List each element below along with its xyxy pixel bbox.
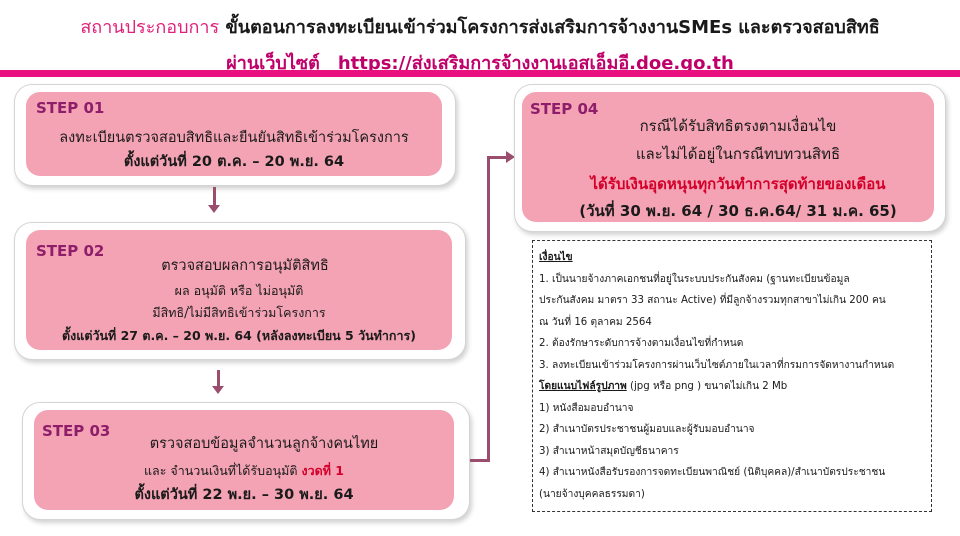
arrow-head-down-icon — [212, 386, 224, 394]
document-item: 4) สำเนาหนังสือรับรองการจดทะเบียนพาณิชย์… — [539, 467, 886, 478]
condition-item: 1. เป็นนายจ้างภาคเอกชนที่อยู่ในระบบประกั… — [539, 273, 850, 285]
step2-label: STEP 02 — [36, 242, 105, 260]
step4-line2: และไม่ได้อยู่ในกรณีทบทวนสิทธิ — [635, 145, 841, 163]
step4-line1: กรณีได้รับสิทธิตรงตามเงื่อนไข — [639, 117, 837, 135]
step3-line1: ตรวจสอบข้อมูลจำนวนลูกจ้างคนไทย — [149, 436, 379, 452]
document-item: (นายจ้างบุคคลธรรมดา) — [539, 488, 645, 500]
attachment-note: โดยแนบไฟล์รูปภาพ (jpg หรือ png ) ขนาดไม่… — [539, 376, 925, 398]
document-item: 2) สำเนาบัตรประชาชนผู้มอบและผู้รับมอบอำน… — [539, 424, 755, 435]
document-item: 3) สำเนาหน้าสมุดบัญชีธนาคาร — [539, 445, 679, 457]
connector-horizontal — [470, 459, 490, 462]
step1-panel: STEP 01 ลงทะเบียนตรวจสอบสิทธิและยืนยันสิ… — [26, 92, 442, 176]
step2-line3: มีสิทธิ/ไม่มีสิทธิเข้าร่วมโครงการ — [152, 305, 326, 320]
arrow-step1-to-step2 — [213, 187, 216, 205]
arrow-step2-to-step3 — [217, 370, 220, 386]
step3-installment: งวดที่ 1 — [301, 463, 344, 478]
connector-top — [487, 156, 507, 159]
step2-date: ตั้งแต่วันที่ 27 ต.ค. – 20 พ.ย. 64 (หลัง… — [62, 328, 416, 343]
arrow-right-icon — [506, 151, 515, 163]
step2-line2: ผล อนุมัติ หรือ ไม่อนุมัติ — [174, 283, 304, 298]
title-text: ขั้นตอนการลงทะเบียนเข้าร่วมโครงการส่งเสร… — [225, 17, 880, 38]
arrow-head-down-icon — [208, 205, 220, 213]
step4-panel: STEP 04 กรณีได้รับสิทธิตรงตามเงื่อนไข แล… — [522, 92, 934, 222]
document-item: 1) หนังสือมอบอำนาจ — [539, 402, 634, 414]
step4-dates: (วันที่ 30 พ.ย. 64 / 30 ธ.ค.64/ 31 ม.ค. … — [579, 202, 897, 220]
step1-line1: ลงทะเบียนตรวจสอบสิทธิและยืนยันสิทธิเข้าร… — [59, 130, 409, 146]
step2-line1: ตรวจสอบผลการอนุมัติสิทธิ — [161, 258, 329, 274]
page-title: สถานประกอบการ ขั้นตอนการลงทะเบียนเข้าร่ว… — [0, 12, 960, 41]
condition-item: 2. ต้องรักษาระดับการจ้างตามเงื่อนไขที่กำ… — [539, 338, 744, 349]
attachment-detail: (jpg หรือ png ) ขนาดไม่เกิน 2 Mb — [626, 381, 788, 392]
conditions-box: เงื่อนไข 1. เป็นนายจ้างภาคเอกชนที่อยู่ใน… — [532, 240, 932, 512]
attachment-label: โดยแนบไฟล์รูปภาพ — [539, 381, 627, 392]
condition-item: 3. ลงทะเบียนเข้าร่วมโครงการผ่านเว็บไซต์ภ… — [539, 359, 895, 371]
step3-line2: และ จำนวนเงินที่ได้รับอนุมัติ งวดที่ 1 — [34, 461, 454, 481]
step4-payment: ได้รับเงินอุดหนุนทุกวันทำการสุดท้ายของเด… — [590, 175, 886, 193]
step3-date: ตั้งแต่วันที่ 22 พ.ย. – 30 พ.ย. 64 — [134, 487, 354, 503]
header-divider — [0, 70, 960, 77]
step3-panel: STEP 03 ตรวจสอบข้อมูลจำนวนลูกจ้างคนไทย แ… — [34, 410, 454, 510]
step4-label: STEP 04 — [530, 100, 599, 118]
website-url-link[interactable]: https://ส่งเสริมการจ้างงานเอสเอ็มอี.doe.… — [337, 53, 734, 74]
step3-label: STEP 03 — [42, 422, 111, 440]
conditions-title: เงื่อนไข — [539, 252, 573, 263]
via-label: ผ่านเว็บไซต์ — [226, 53, 320, 74]
title-prefix: สถานประกอบการ — [80, 17, 220, 38]
page-subtitle: ผ่านเว็บไซต์ https://ส่งเสริมการจ้างงานเอ… — [0, 48, 960, 77]
step3-line2-text: และ จำนวนเงินที่ได้รับอนุมัติ — [144, 463, 298, 478]
step2-panel: STEP 02 ตรวจสอบผลการอนุมัติสิทธิ ผล อนุม… — [26, 230, 452, 350]
connector-vertical — [487, 156, 490, 462]
condition-item: ณ วันที่ 16 ตุลาคม 2564 — [539, 316, 652, 328]
step1-label: STEP 01 — [36, 99, 105, 117]
condition-item: ประกันสังคม มาตรา 33 สถานะ Active) ที่มี… — [539, 295, 886, 306]
step1-date: ตั้งแต่วันที่ 20 ต.ค. – 20 พ.ย. 64 — [123, 154, 345, 170]
